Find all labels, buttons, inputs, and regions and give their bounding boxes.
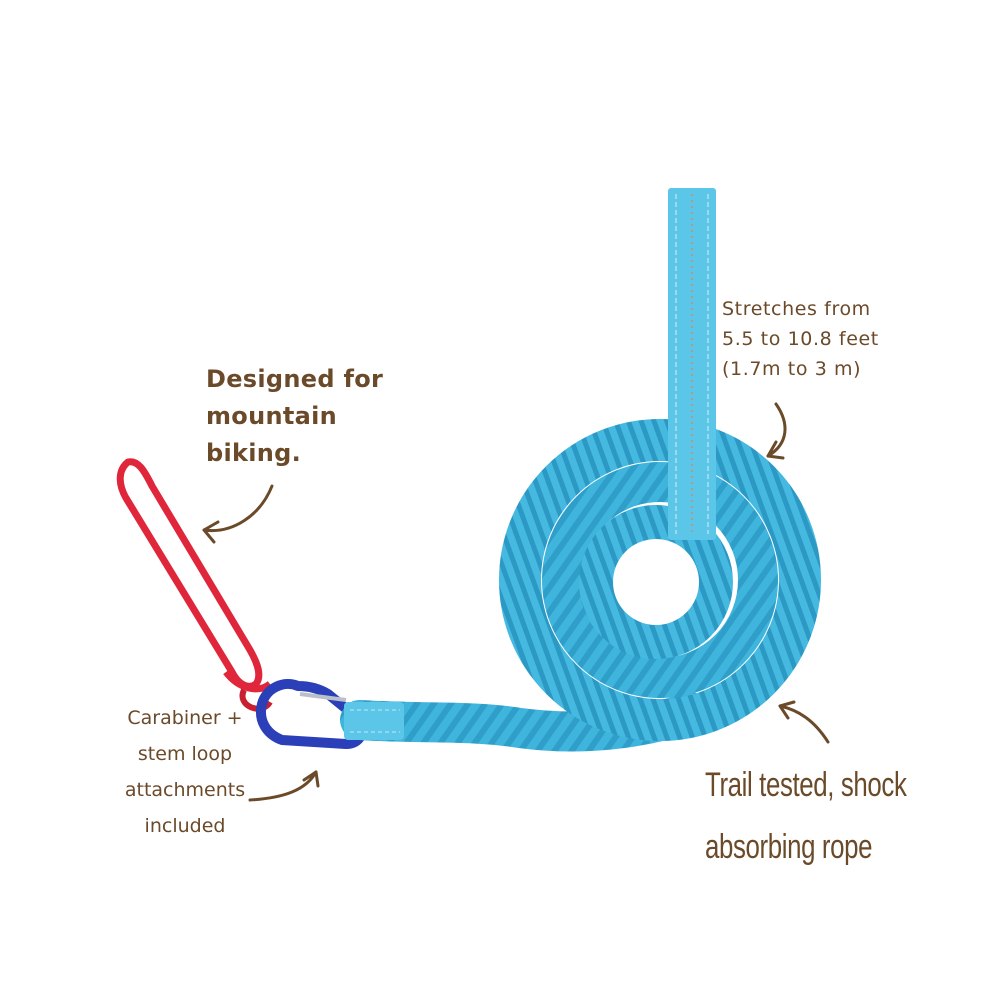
- mountain-biking-callout: Designed for mountain biking.: [206, 365, 384, 467]
- carabiner-callout: Carabiner + stem loop attachments includ…: [124, 707, 246, 837]
- shock-absorbing-callout: Trail tested, shock absorbing rope: [705, 766, 907, 866]
- arrow-design: [202, 484, 274, 544]
- arrow-stretch: [766, 402, 787, 460]
- stem-loop: [116, 458, 273, 712]
- arrow-carabiner: [248, 770, 320, 802]
- carabiner: [256, 679, 368, 749]
- arrow-trail: [778, 700, 830, 744]
- stretch-length-callout: Stretches from 5.5 to 10.8 feet (1.7m to…: [722, 298, 879, 380]
- rope-coil: [499, 419, 821, 741]
- handle-strap: [668, 188, 716, 540]
